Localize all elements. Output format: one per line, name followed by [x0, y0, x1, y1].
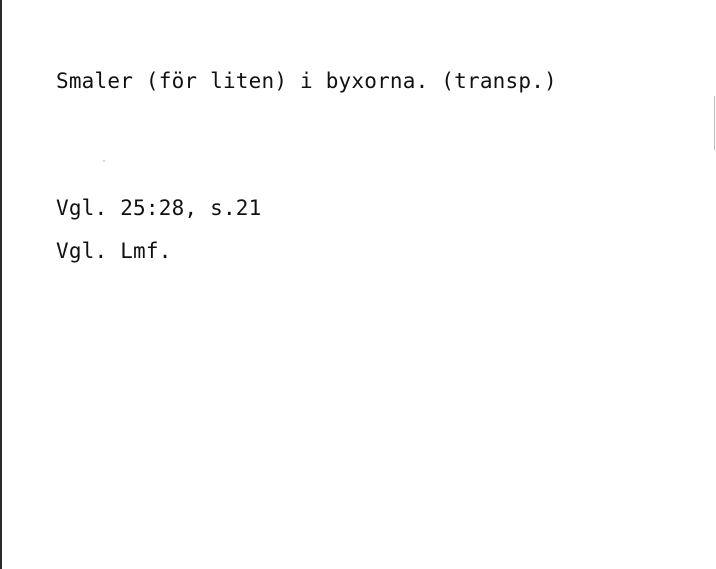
paper-speck [103, 160, 105, 162]
reference-line-2: Vgl. Lmf. [56, 239, 172, 263]
card-edge-mark [714, 96, 715, 150]
definition-line: Smaler (för liten) i byxorna. (transp.) [56, 69, 557, 93]
reference-line-1: Vgl. 25:28, s.21 [56, 196, 262, 220]
